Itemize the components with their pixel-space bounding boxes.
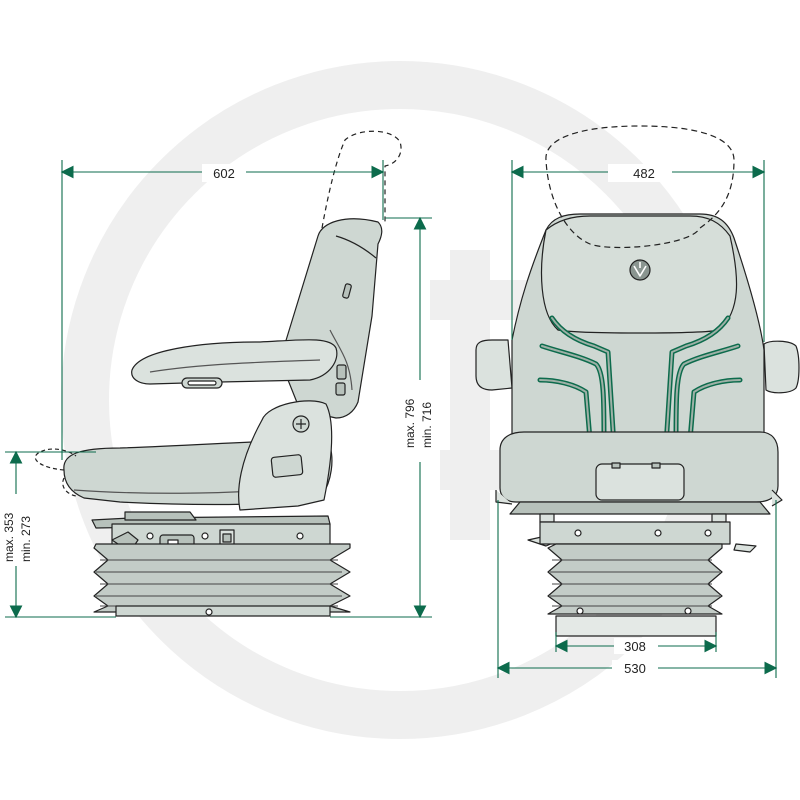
armrest-left-front	[475, 339, 513, 391]
front-handle	[595, 463, 685, 501]
headrest-outline-side	[321, 130, 402, 229]
front-view	[475, 125, 800, 637]
dimension-backrest-width: 482	[633, 166, 655, 181]
suspension-top-plate-front	[539, 521, 731, 545]
dimension-overall-length: 602	[213, 166, 235, 181]
dimension-backrest-height-min: min. 716	[420, 402, 434, 448]
bellows-front	[547, 543, 723, 615]
dimension-seat-height-max: max. 353	[2, 512, 16, 562]
seat-extension-outline	[34, 448, 77, 471]
dimension-backrest-height-max: max. 796	[403, 398, 417, 448]
backrest-side	[279, 218, 383, 419]
armrest-side	[131, 339, 338, 385]
hinge-frame	[238, 400, 333, 511]
armrest-right-front	[763, 340, 800, 394]
side-view	[34, 130, 402, 617]
lumbar-knob	[342, 283, 352, 299]
headrest-outline-front	[545, 125, 735, 249]
suspension-base-plate	[115, 605, 331, 617]
dimension-base-width: 308	[624, 639, 646, 654]
bellows-side	[93, 543, 351, 613]
brand-logo-icon	[629, 259, 651, 281]
suspension-base-front	[555, 615, 717, 637]
dimension-seat-height-min: min. 273	[19, 516, 33, 562]
dimension-overall-width: 530	[624, 661, 646, 676]
